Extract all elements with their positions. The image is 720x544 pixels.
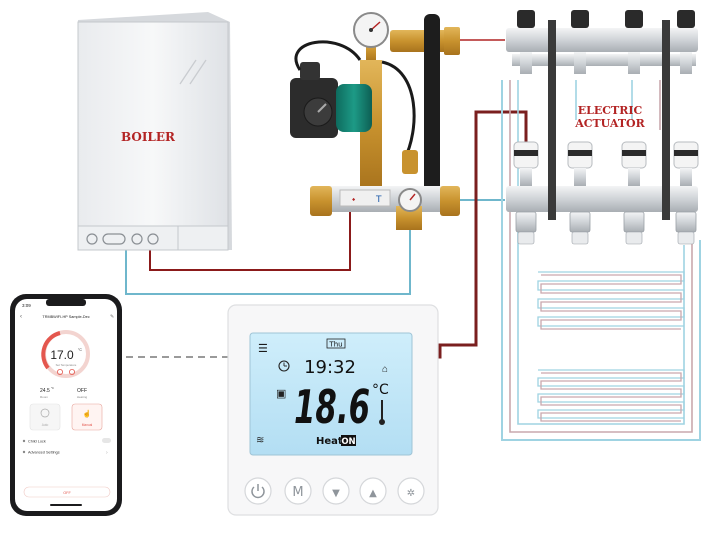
mode-auto-label: Auto	[42, 423, 49, 427]
triangle-up-icon: ▲	[369, 488, 377, 499]
phone-header-title: TRMBWIFI-HP Sample-Dec	[42, 315, 89, 319]
manifold: ELECTRIC ACTUATOR	[506, 10, 699, 245]
loop-outer-2	[509, 80, 693, 433]
top-valve	[677, 10, 695, 74]
temperature-dial[interactable]: 17.0 °C Set Temperature	[41, 330, 90, 378]
up-button[interactable]: ▲	[359, 477, 387, 505]
floor-heating-loops	[501, 80, 701, 441]
mixing-marker-red: ⬩	[352, 195, 356, 205]
phone-edit-icon[interactable]: ✎	[110, 314, 114, 320]
lock-icon: ▣	[276, 388, 286, 400]
m-letter-icon: M	[292, 485, 303, 500]
power-icon	[251, 484, 265, 499]
top-valve	[571, 10, 589, 74]
triangle-down-icon: ▼	[332, 488, 340, 499]
electric-actuators	[513, 141, 699, 186]
phone-back-icon[interactable]: ‹	[20, 314, 22, 320]
phone-child-lock: Child Lock	[28, 440, 46, 444]
phone-off-label: OFF	[63, 491, 71, 495]
lcd-mode-state-box	[341, 435, 356, 446]
top-valve	[625, 10, 643, 74]
pressure-gauge-icon	[353, 12, 389, 62]
thermostat-wire	[410, 110, 528, 359]
mode-button[interactable]: M	[284, 477, 312, 505]
child-lock-dot	[22, 439, 26, 443]
home-indicator	[50, 504, 82, 506]
phone-heating-value: OFF	[77, 388, 87, 394]
thermostat-buttons: M ▼ ▲ ✲	[244, 477, 425, 505]
lcd-day-box	[326, 338, 346, 349]
mode-manual-button[interactable]	[71, 403, 103, 431]
lcd-mode-word: Heat	[316, 436, 343, 447]
heat-waves-icon: ≋	[256, 435, 264, 446]
actuator-label-line1: ELECTRIC	[578, 104, 643, 117]
loop-outer-3	[517, 80, 685, 425]
serpentine-pipe	[540, 372, 682, 422]
phone-heating-caption: Heating	[77, 395, 88, 399]
phone-set-temp: 17.0	[50, 348, 74, 362]
chevron-right-icon: ›	[106, 450, 108, 456]
phone-set-temp-unit: °C	[78, 348, 82, 352]
dial-minus-button[interactable]	[57, 368, 64, 375]
hand-icon: ☝	[83, 409, 92, 418]
wifi-icon: ☰	[258, 343, 268, 355]
advanced-settings-dot	[22, 450, 26, 454]
clock-icon	[278, 360, 290, 372]
serpentine-pipe	[540, 274, 682, 330]
lcd-time: 19:32	[304, 357, 356, 378]
mode-manual-label: Manual	[82, 423, 93, 427]
down-button[interactable]: ▼	[322, 477, 350, 505]
boiler-return-pipe	[125, 230, 411, 295]
dial-plus-button[interactable]	[69, 368, 76, 375]
lcd-mode-state: ON	[341, 437, 355, 447]
pipes	[125, 39, 528, 359]
mixing-marker-blue: T	[375, 195, 382, 205]
boiler-flow-pipe	[149, 210, 351, 271]
home-icon: ⌂	[382, 364, 388, 375]
boiler-controls	[86, 233, 159, 245]
serpentine-upper	[537, 271, 685, 330]
phone-room-temp: 24.5	[40, 388, 50, 394]
child-lock-toggle[interactable]	[102, 438, 111, 443]
actuator-label-line2: ACTUATOR	[574, 117, 645, 130]
serpentine-pipe	[537, 369, 685, 419]
circulation-pump	[290, 62, 372, 138]
serpentine-lower	[537, 369, 685, 422]
pump-cable	[294, 40, 416, 161]
manifold-bottom-outlets	[515, 211, 697, 245]
bottom-outlet	[515, 211, 537, 245]
phone-off-button[interactable]	[23, 486, 111, 498]
electric-actuator	[567, 141, 593, 186]
serpentine-pipe	[537, 271, 685, 327]
boiler-label: BOILER	[121, 130, 176, 144]
bottom-outlet	[623, 211, 645, 245]
electric-actuator	[621, 141, 647, 186]
top-valve	[517, 10, 535, 74]
manifold-top-valves	[517, 10, 695, 74]
power-button[interactable]	[244, 477, 272, 505]
lcd-temperature: 18.6	[294, 380, 370, 434]
fan-icon: ✲	[407, 488, 415, 499]
bottom-outlet	[569, 211, 591, 245]
electric-actuator	[513, 141, 539, 186]
boiler: BOILER	[77, 12, 232, 251]
lcd-unit: °C	[372, 382, 389, 398]
thermometer-gauge-icon	[398, 188, 422, 212]
bottom-outlet	[675, 211, 697, 245]
fan-button[interactable]: ✲	[397, 477, 425, 505]
phone-advanced-settings[interactable]: Advanced Settings	[28, 451, 60, 455]
pump-mixing-group: ⬩ T	[290, 12, 460, 230]
electric-actuator	[673, 141, 699, 186]
wall-thermostat: ☰ Thu 19:32 ⌂ ▣ 18.6 °C ≋ Heat ON M ▼ ▲ ✲	[227, 304, 439, 516]
phone-room-caption: Room	[40, 395, 49, 399]
phone-room-temp-unit: °C	[51, 386, 54, 390]
phone-status-time: 3:09	[22, 303, 31, 308]
loop-outer-1	[501, 80, 701, 441]
auto-icon	[40, 408, 50, 418]
smartphone: 3:09 ‹ TRMBWIFI-HP Sample-Dec ✎ 17.0 °C …	[10, 294, 122, 516]
lcd-day: Thu	[328, 341, 342, 349]
phone-set-temp-caption: Set Temperature	[56, 363, 77, 367]
